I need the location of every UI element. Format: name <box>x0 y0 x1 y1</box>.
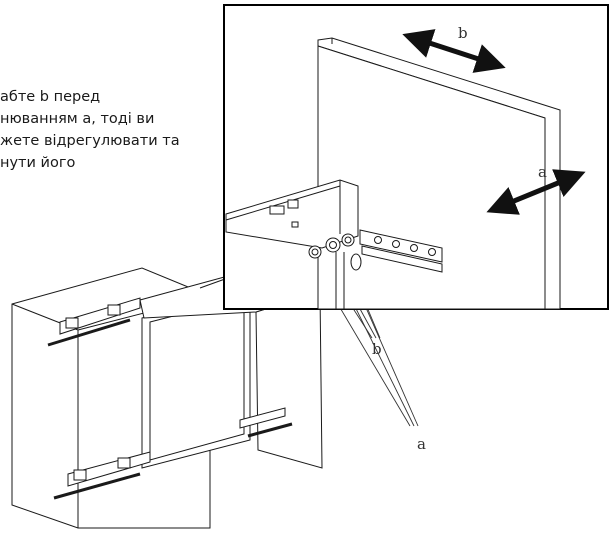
arrow-a-adjust <box>486 169 586 215</box>
instruction-text: абте b перед нюванням а, тоді ви жете ві… <box>0 86 230 174</box>
label-b-screws: b <box>372 340 382 358</box>
instruction-line-3: жете відрегулювати та <box>0 133 180 149</box>
instruction-line-2: нюванням а, тоді ви <box>0 111 155 127</box>
label-a-screws: a <box>417 435 426 453</box>
instruction-line-4: нути його <box>0 155 76 171</box>
label-a-right: a <box>538 163 547 181</box>
inset-bracket <box>225 179 443 309</box>
instruction-line-1: абте b перед <box>0 89 101 105</box>
detail-inset: b a <box>223 4 609 310</box>
arrow-b-adjust <box>402 29 506 73</box>
cabinet-door-panel <box>255 291 323 469</box>
label-b-top: b <box>458 24 468 42</box>
